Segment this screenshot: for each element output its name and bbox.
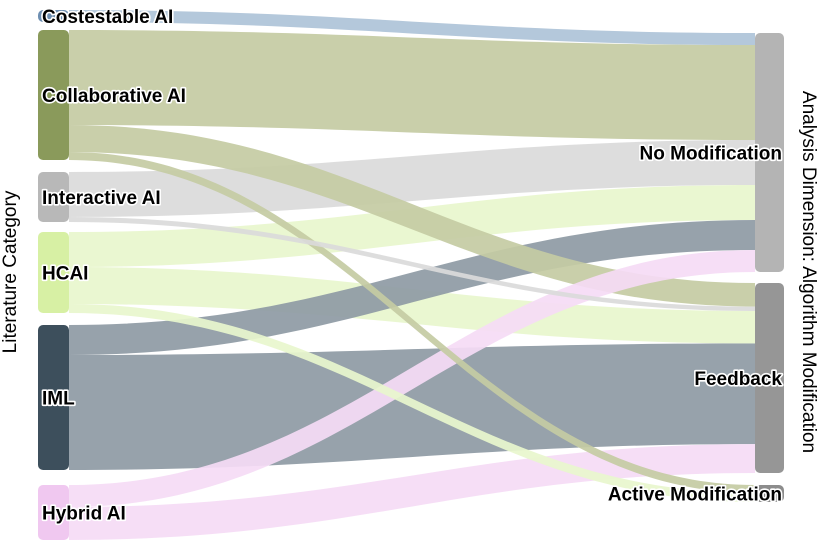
sankey-link-hcai-to-active_modification — [69, 304, 755, 502]
sankey-node-costestable_ai[interactable] — [38, 10, 69, 22]
sankey-node-label-costestable_ai: Costestable AI — [42, 7, 173, 28]
sankey-link-hcai-to-feedback — [69, 267, 755, 344]
sankey-link-hybrid_ai-to-no_modification — [69, 250, 755, 507]
sankey-node-iml[interactable] — [38, 325, 69, 470]
sankey-link-interactive_ai-to-feedback — [69, 217, 755, 312]
sankey-node-interactive_ai[interactable] — [38, 172, 69, 222]
sankey-node-label-feedback: Feedback — [694, 369, 782, 390]
sankey-node-hybrid_ai[interactable] — [38, 485, 69, 540]
sankey-node-hcai[interactable] — [38, 232, 69, 313]
sankey-node-label-iml: IML — [42, 389, 75, 410]
sankey-link-collaborative_ai-to-no_modification — [69, 30, 755, 140]
node-labels: Costestable AI Collaborative AI Interactiv… — [40, 5, 784, 526]
sankey-node-label-hcai: HCAI — [42, 264, 88, 285]
sankey-link-collaborative_ai-to-feedback — [69, 125, 755, 307]
sankey-node-feedback[interactable] — [755, 283, 784, 473]
sankey-link-iml-to-no_modification — [69, 220, 755, 355]
left-axis-title: Literature Category — [0, 190, 21, 353]
sankey-node-label-active_modification: Active Modification — [608, 485, 782, 506]
right-axis-title: Analysis Dimension: Algorithm Modificati… — [798, 91, 817, 453]
sankey-link-costestable_ai-to-no_modification — [69, 10, 755, 45]
link-ribbons — [69, 10, 755, 540]
sankey-node-label-collaborative_ai: Collaborative AI — [42, 86, 186, 107]
sankey-link-collaborative_ai-to-active_modification — [69, 152, 755, 493]
sankey-node-label-interactive_ai: Interactive AI — [42, 188, 161, 209]
sankey-node-collaborative_ai[interactable] — [38, 30, 69, 160]
sankey-link-hybrid_ai-to-feedback — [69, 444, 755, 540]
sankey-node-active_modification[interactable] — [755, 485, 784, 502]
sankey-node-label-no_modification: No Modification — [640, 144, 782, 165]
sankey-node-label-hybrid_ai: Hybrid AI — [42, 504, 126, 525]
sankey-node-no_modification[interactable] — [755, 33, 784, 272]
node-rects — [38, 10, 784, 540]
